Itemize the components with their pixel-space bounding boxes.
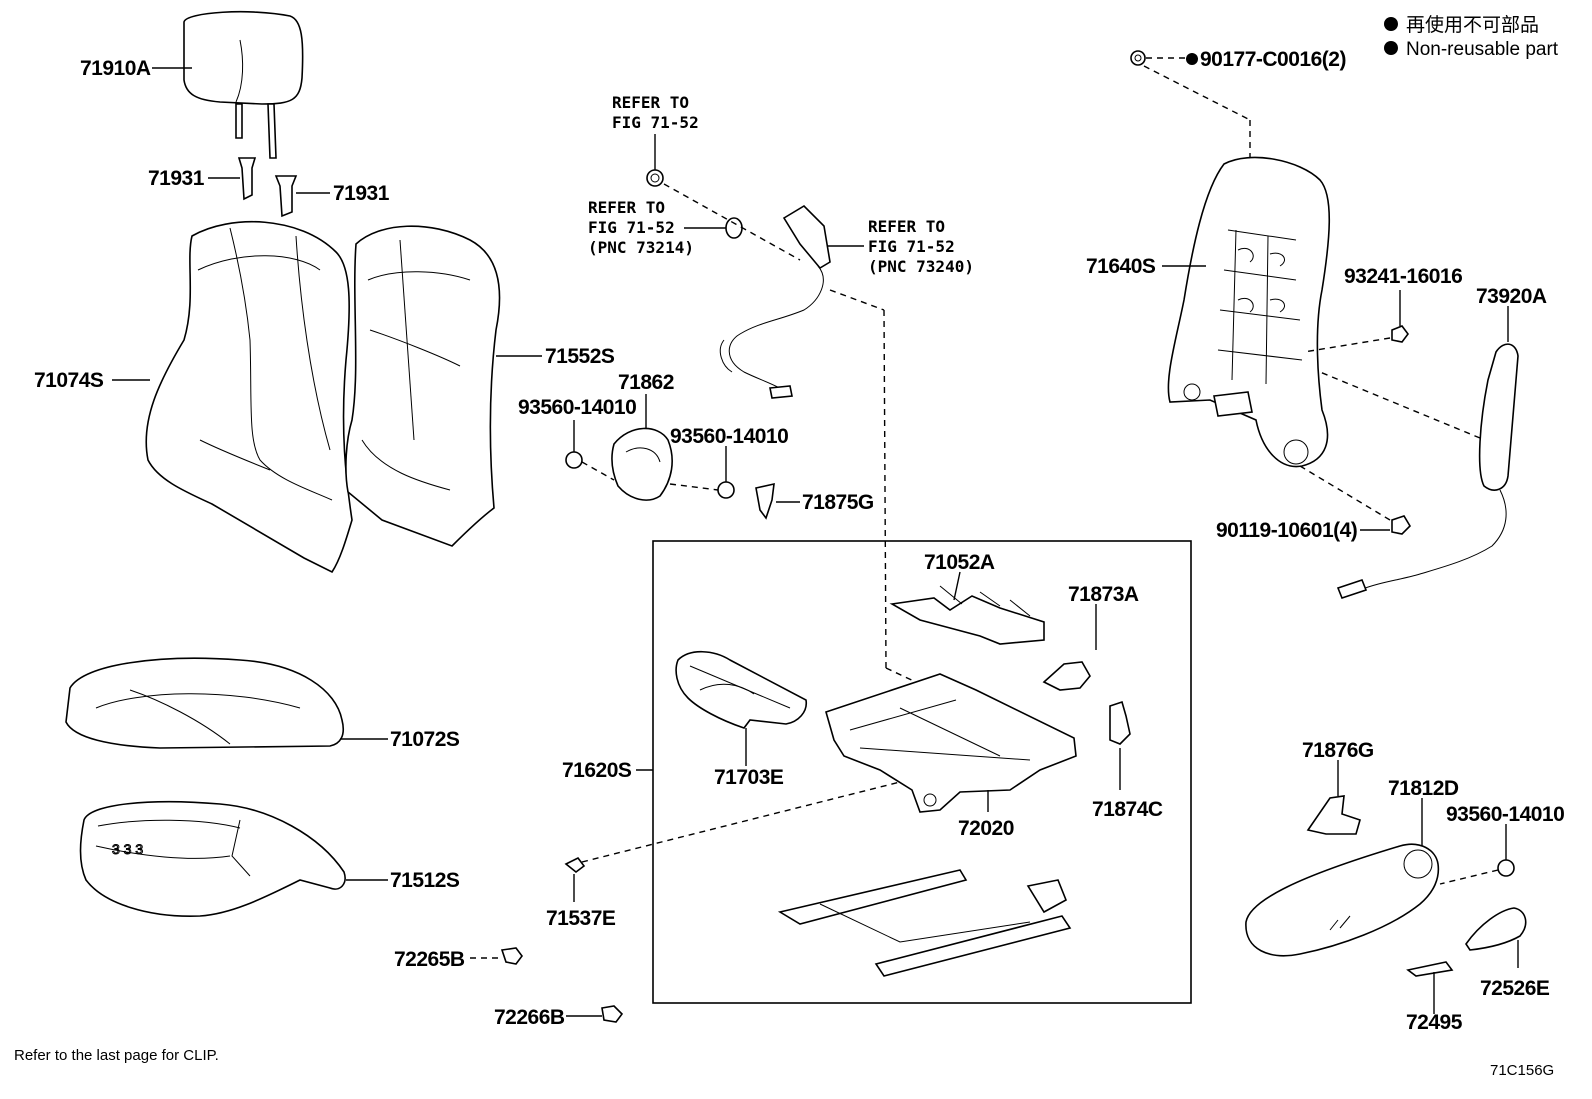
non-reusable-bullet-icon [1186, 53, 1198, 65]
part-number-71812d: 71812D [1388, 777, 1459, 800]
part-number-71620s: 71620S [562, 759, 632, 782]
legend-bullet-icon [1384, 41, 1398, 55]
part-number-72495: 72495 [1406, 1011, 1463, 1034]
svg-text:REFER TO: REFER TO [588, 198, 665, 217]
part-number-71874c: 71874C [1092, 798, 1163, 821]
washer-part [725, 217, 743, 239]
part-number-71910a: 71910A [80, 57, 151, 80]
part-number-71052a: 71052A [924, 551, 995, 574]
refer-to-note: REFER TO FIG 71-52 (PNC 73214) [588, 198, 694, 257]
svg-text:FIG 71-52: FIG 71-52 [612, 113, 699, 132]
part-number-71537e: 71537E [546, 907, 616, 930]
part-number-71074s: 71074S [34, 369, 104, 392]
spring-part [889, 585, 1045, 645]
svg-text:REFER TO: REFER TO [612, 93, 689, 112]
guide-part [237, 157, 298, 218]
bracket-part [1406, 961, 1454, 977]
part-number-71072s: 71072S [390, 728, 460, 751]
nut-part [646, 169, 664, 187]
cushion-frame-part [825, 673, 1077, 813]
bracket-part [1306, 795, 1361, 835]
clip-part [564, 856, 586, 874]
legend-line-1: 再使用不可部品 [1406, 14, 1539, 36]
pan-part [675, 650, 808, 729]
bolt-part [1391, 325, 1409, 343]
part-number-90119-10601: 90119-10601(4) [1216, 519, 1357, 542]
part-number-93241-16016: 93241-16016 [1344, 265, 1462, 288]
adjuster-rail-part [777, 869, 1072, 977]
svg-text:(PNC 73240): (PNC 73240) [868, 257, 974, 276]
part-number-71703e: 71703E [714, 766, 784, 789]
screw-part [1497, 859, 1515, 877]
part-number-71931: 71931 [148, 167, 205, 190]
screw-part [565, 451, 735, 499]
shield-part [611, 427, 673, 501]
legend-line-2: Non-reusable part [1406, 39, 1559, 60]
part-number-93560-14010: 93560-14010 [1446, 803, 1564, 826]
part-number-71873a: 71873A [1068, 583, 1139, 606]
lever-part [1465, 907, 1527, 951]
clip-reference-note: Refer to the last page for CLIP. [14, 1047, 219, 1064]
part-number-71640s: 71640S [1086, 255, 1156, 278]
part-number-93560-14010: 93560-14010 [518, 396, 636, 419]
part-number-71552s: 71552S [545, 345, 615, 368]
seatback-cover-part [345, 225, 501, 547]
part-number-71876g: 71876G [1302, 739, 1374, 762]
cushion-cover-part [65, 657, 345, 749]
svg-text:(PNC 73214): (PNC 73214) [588, 238, 694, 257]
svg-text:FIG 71-52: FIG 71-52 [868, 237, 955, 256]
part-number-93560-14010: 93560-14010 [670, 425, 788, 448]
nut-part [1130, 50, 1146, 66]
part-number-72020: 72020 [958, 817, 1014, 840]
part-number-73920a: 73920A [1476, 285, 1547, 308]
part-number-72526e: 72526E [1480, 977, 1550, 1000]
legend-bullet-icon [1384, 17, 1398, 31]
svg-text:REFER TO: REFER TO [868, 217, 945, 236]
clip-part [500, 947, 624, 1023]
cushion-pad-part: 3 3 3 [79, 800, 346, 917]
seat-frame-group-box [652, 540, 1192, 1004]
part-number-72266b: 72266B [494, 1006, 565, 1029]
illustration-code: 71C156G [1490, 1062, 1554, 1079]
bracket-part [1042, 661, 1091, 691]
headrest-part [183, 10, 304, 159]
part-number-71862: 71862 [618, 371, 674, 394]
refer-to-note: REFER TO FIG 71-52 [612, 93, 699, 132]
refer-to-note: REFER TO FIG 71-52 (PNC 73240) [868, 217, 974, 276]
part-number-71875g: 71875G [802, 491, 874, 514]
svg-text:FIG 71-52: FIG 71-52 [588, 218, 675, 237]
seatback-pad-part [145, 221, 353, 574]
bracket-part [755, 482, 775, 520]
bolt-part [1391, 515, 1412, 535]
part-number-71512s: 71512S [390, 869, 460, 892]
part-number-90177-c0016: 90177-C0016(2) [1200, 48, 1346, 71]
side-airbag-part [1336, 343, 1519, 599]
wire-harness-part [1109, 700, 1131, 745]
part-number-72265b: 72265B [394, 948, 465, 971]
harness-part [719, 204, 831, 399]
shield-part [1245, 843, 1440, 957]
svg-text:3 3 3: 3 3 3 [112, 841, 143, 857]
seatback-frame-part [1167, 156, 1331, 468]
legend: 再使用不可部品 Non-reusable part [1384, 14, 1559, 60]
part-number-71931: 71931 [333, 182, 390, 205]
